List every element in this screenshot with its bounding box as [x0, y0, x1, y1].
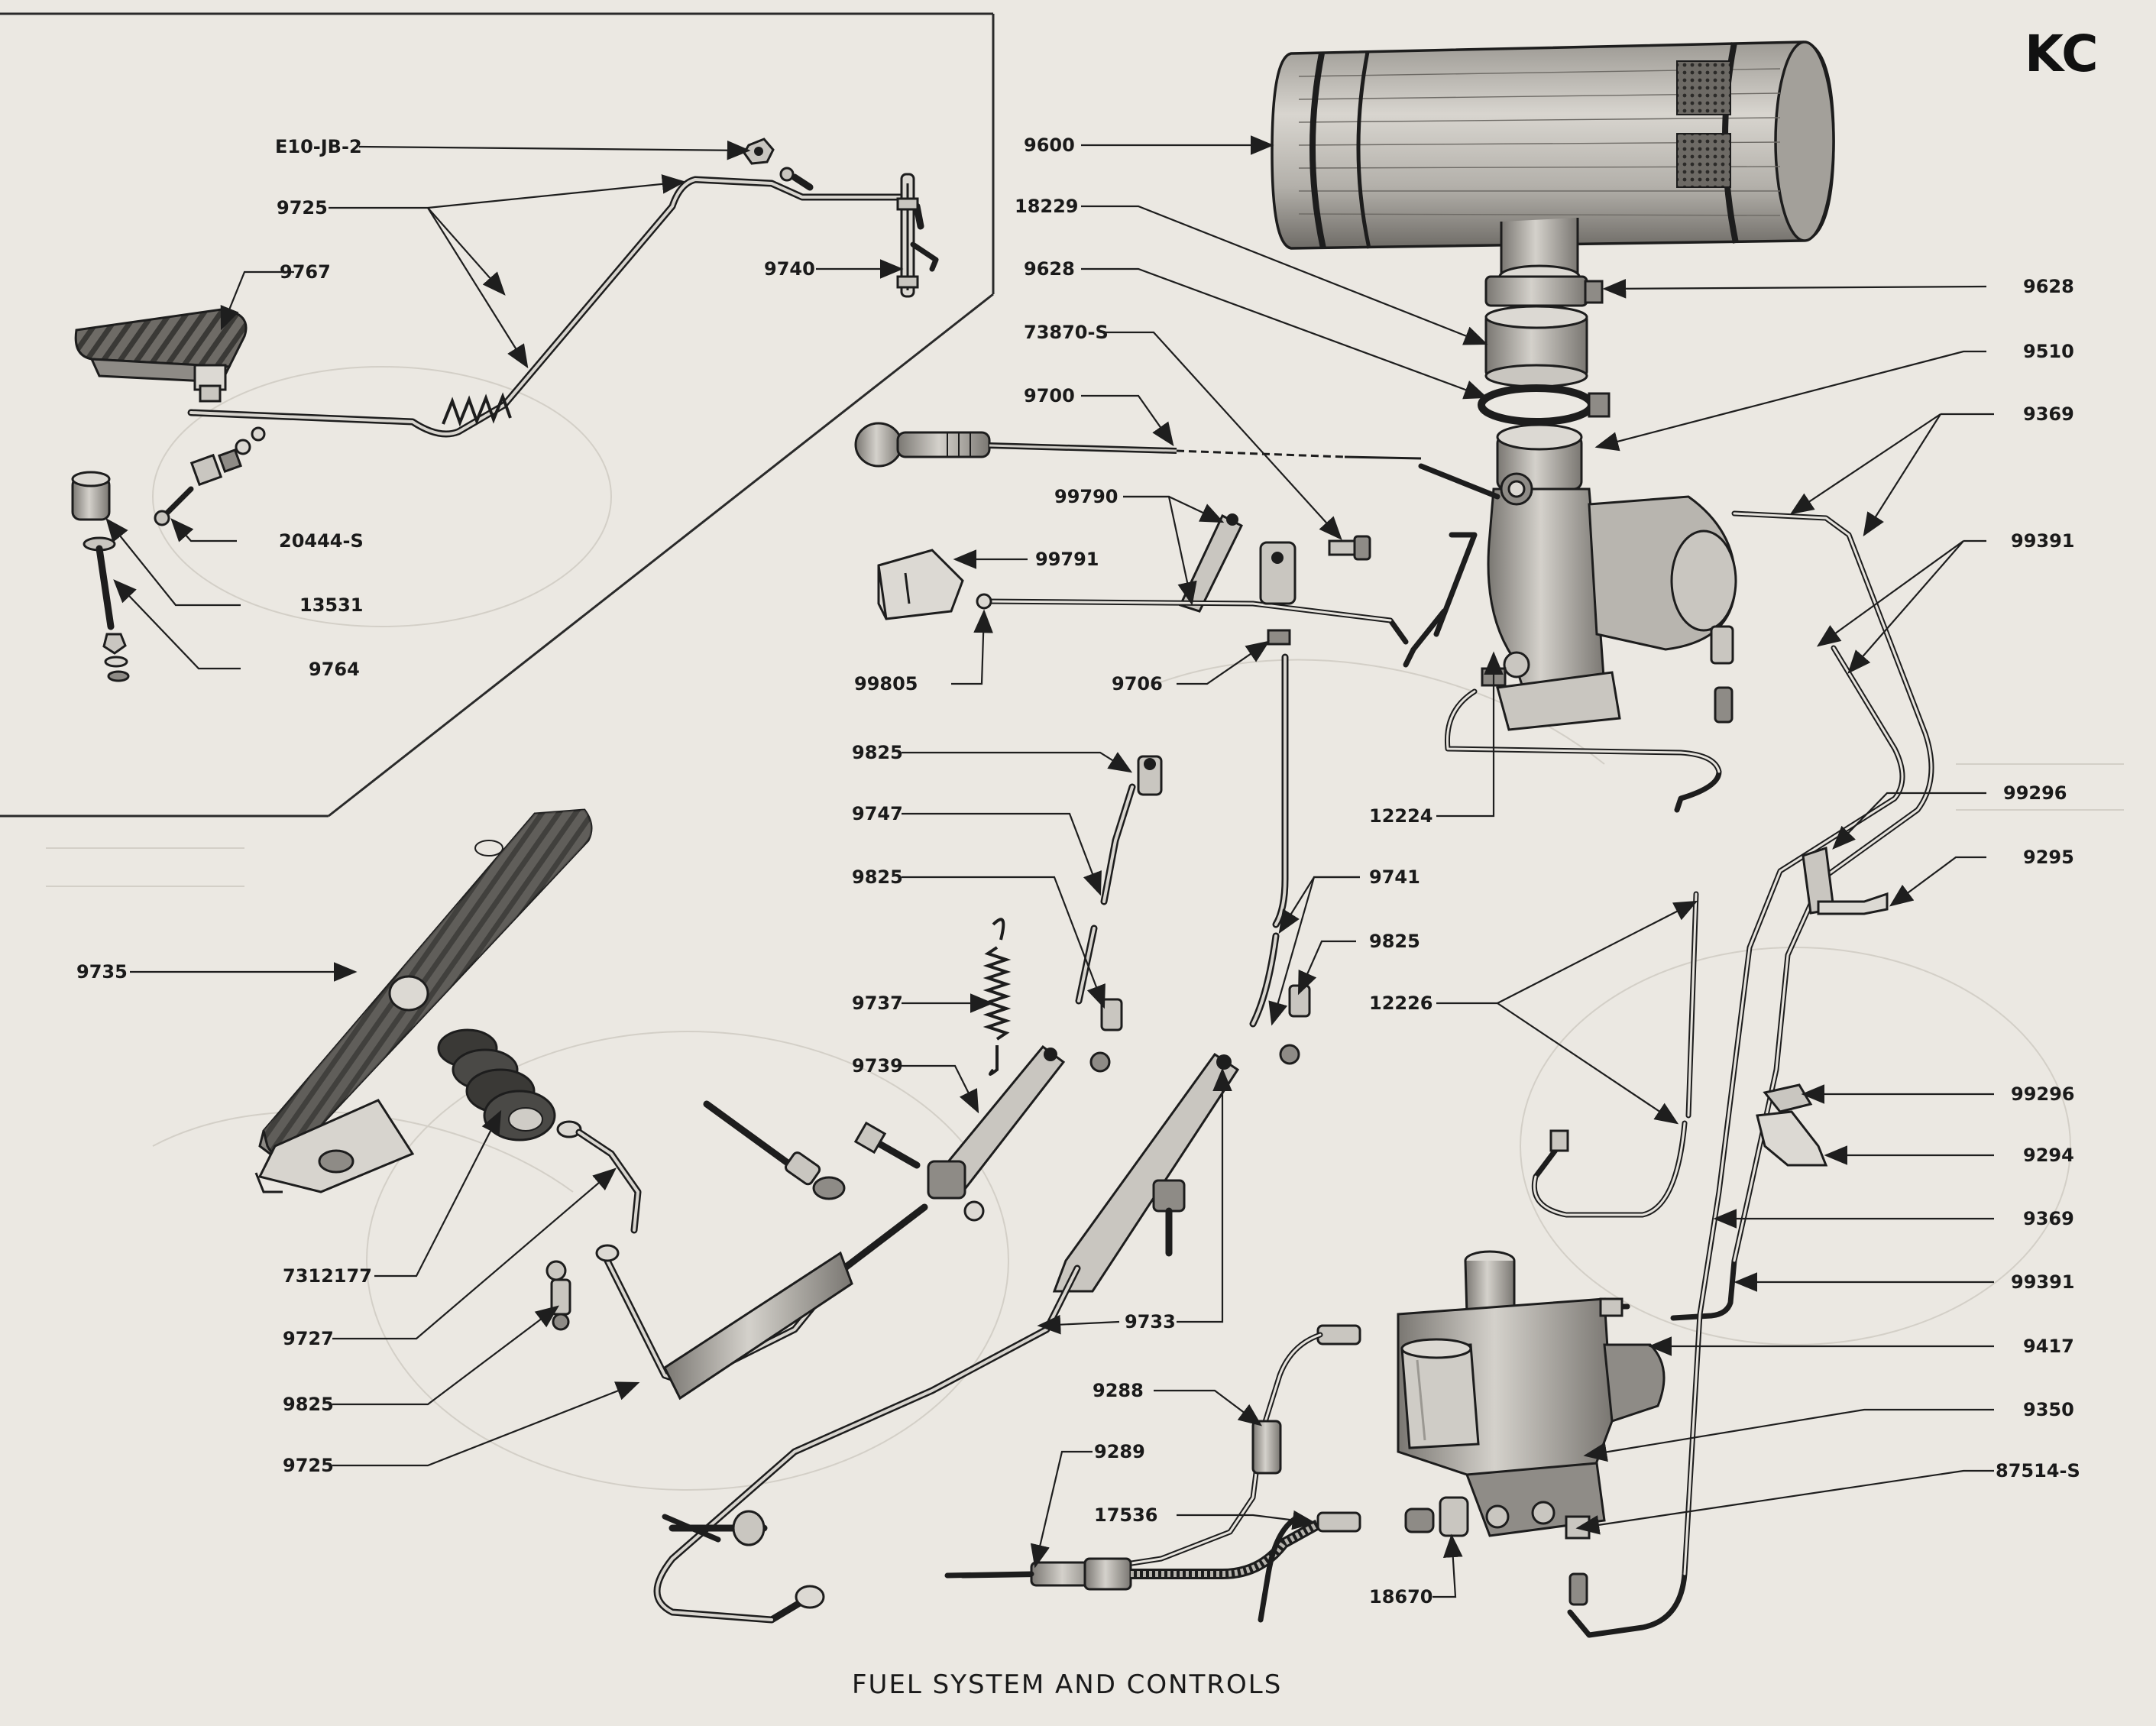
- lever-9739: [927, 1044, 1066, 1200]
- callout-12224: 12224: [1369, 805, 1433, 827]
- callout-13531: 13531: [299, 594, 364, 616]
- callout-9510: 9510: [2023, 341, 2074, 362]
- spring-9737: [983, 918, 1012, 1076]
- callout-e10jb2: E10-JB-2: [275, 136, 362, 157]
- callout-99805: 99805: [854, 673, 918, 695]
- callout-9706: 9706: [1112, 673, 1163, 695]
- small-pedal-9767: [74, 308, 248, 403]
- callout-9600: 9600: [1024, 134, 1075, 156]
- callout-9369-upper: 9369: [2023, 403, 2074, 425]
- callout-9289: 9289: [1094, 1441, 1145, 1462]
- callout-9295: 9295: [2023, 847, 2074, 868]
- callout-9825-c: 9825: [1369, 931, 1420, 952]
- callout-9350: 9350: [2023, 1399, 2074, 1420]
- connectors-9825: [1089, 755, 1311, 1073]
- callout-9825-d: 9825: [283, 1394, 334, 1415]
- callout-99296-upper: 99296: [2003, 782, 2067, 804]
- callout-20444s: 20444-S: [279, 530, 364, 552]
- rod-9727: [556, 1120, 642, 1234]
- callout-9739: 9739: [852, 1055, 903, 1077]
- callout-9735: 9735: [76, 961, 128, 983]
- callout-18229: 18229: [1015, 196, 1079, 217]
- accelerator-pedal-9735: [254, 808, 593, 1193]
- clevis-clip: [779, 167, 814, 191]
- callout-9288: 9288: [1093, 1380, 1144, 1401]
- carburetor-9510: [1403, 423, 1737, 731]
- link-9740: [896, 173, 939, 298]
- bracket-bits: [189, 426, 266, 487]
- callout-9417: 9417: [2023, 1336, 2074, 1357]
- rod-9747: [1075, 783, 1136, 1005]
- rod-9741: [1249, 653, 1289, 1028]
- choke-linkage: [877, 513, 1409, 646]
- callout-9740: 9740: [764, 258, 815, 280]
- pipe-clips: [1756, 846, 1889, 1167]
- callout-87514s: 87514-S: [1996, 1460, 2080, 1482]
- callout-9369-lower: 9369: [2023, 1208, 2074, 1229]
- callout-9825-a: 9825: [852, 742, 903, 763]
- callout-9741: 9741: [1369, 866, 1420, 888]
- callout-99391-upper: 99391: [2011, 530, 2075, 552]
- screw-20444s: [154, 486, 194, 526]
- rod-9725b: [595, 1203, 928, 1401]
- callout-9700: 9700: [1024, 385, 1075, 406]
- fuel-pump-9350: [1397, 1250, 1666, 1606]
- pump-inlet-line: [944, 1324, 1469, 1623]
- callout-9767: 9767: [280, 261, 331, 283]
- callout-9737: 9737: [852, 993, 903, 1014]
- choke-cable-9700: [854, 422, 1422, 468]
- callout-9727: 9727: [283, 1328, 334, 1349]
- rod-spring: [442, 392, 512, 427]
- callout-99391-lower: 99391: [2011, 1271, 2075, 1293]
- connector-9825d: [545, 1260, 571, 1331]
- callout-9747: 9747: [852, 803, 903, 824]
- callout-9628-left: 9628: [1024, 258, 1075, 280]
- callout-99790: 99790: [1054, 486, 1118, 507]
- callout-9733: 9733: [1125, 1311, 1176, 1333]
- callout-73870s: 73870-S: [1024, 322, 1109, 343]
- callout-7312177: 7312177: [283, 1265, 372, 1287]
- page-code: KC: [2025, 24, 2099, 83]
- callout-99791: 99791: [1035, 549, 1099, 570]
- callout-9764: 9764: [309, 659, 360, 680]
- callout-12226: 12226: [1369, 993, 1433, 1014]
- screw-73870s: [1328, 535, 1371, 561]
- fuel-lines: [1444, 510, 1934, 1638]
- callout-9825-b: 9825: [852, 866, 903, 888]
- air-cleaner-9600: [1271, 40, 1835, 289]
- callout-99296-lower: 99296: [2011, 1083, 2075, 1105]
- leader-lines: [105, 135, 1994, 1598]
- inset-frame: [0, 12, 995, 818]
- bushing-13531: [71, 471, 111, 521]
- callout-9725-lower: 9725: [283, 1455, 334, 1476]
- callout-9628-right: 9628: [2023, 276, 2074, 297]
- rubber-boot-7312177: [437, 1028, 556, 1141]
- callout-17536: 17536: [1094, 1504, 1158, 1526]
- diagram-caption: FUEL SYSTEM AND CONTROLS: [852, 1669, 1283, 1700]
- callout-18670: 18670: [1369, 1586, 1433, 1608]
- callout-9294: 9294: [2023, 1145, 2074, 1166]
- clamp-and-hose: [1478, 275, 1611, 426]
- bolts: [703, 1100, 985, 1222]
- bellcrank-9733: [653, 1052, 1240, 1624]
- callout-9725-upper: 9725: [277, 197, 328, 219]
